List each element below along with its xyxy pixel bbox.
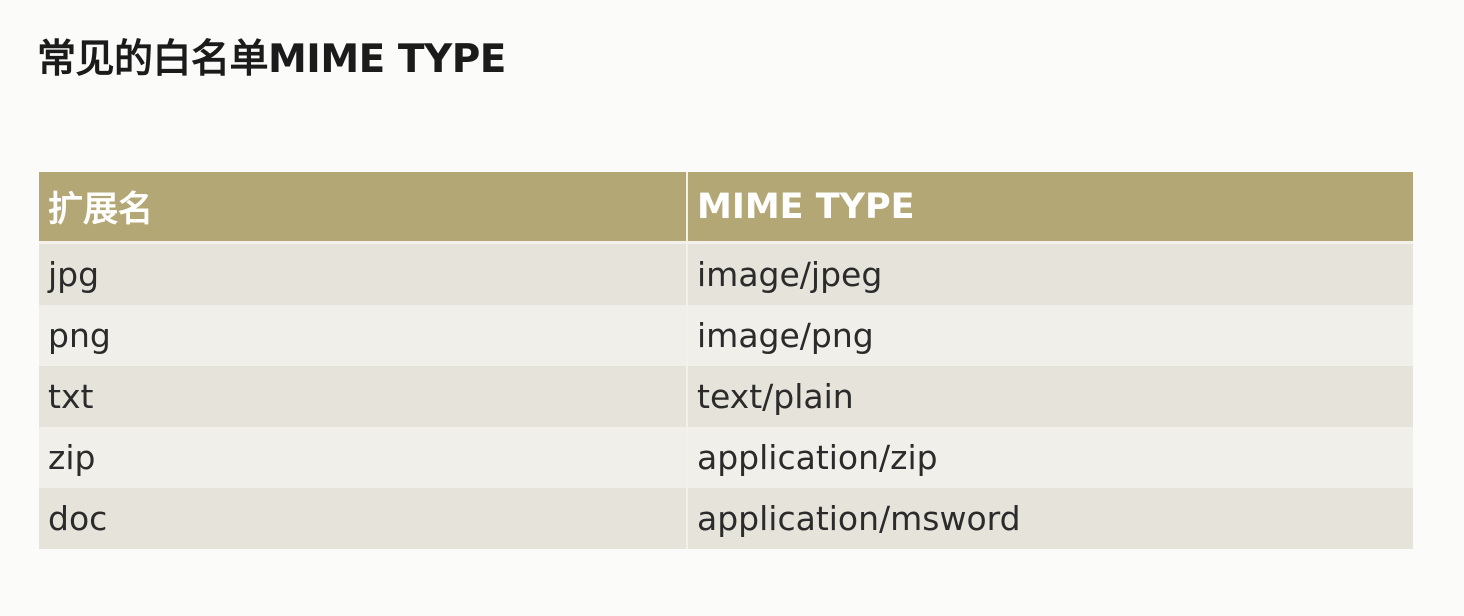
page-title: 常见的白名单MIME TYPE <box>37 37 506 82</box>
header-extension: 扩展名 <box>39 172 688 244</box>
table-row: doc application/msword <box>39 488 1413 549</box>
cell-mime-type: text/plain <box>687 366 1413 427</box>
table-row: png image/png <box>39 305 1413 366</box>
cell-mime-type: application/zip <box>687 427 1413 488</box>
table-header-row: 扩展名 MIME TYPE <box>39 172 1413 244</box>
cell-mime-type: application/msword <box>687 488 1413 549</box>
cell-mime-type: image/png <box>687 305 1413 366</box>
cell-extension: txt <box>39 366 688 427</box>
cell-extension: png <box>39 305 688 366</box>
cell-extension: doc <box>39 488 688 549</box>
table-row: zip application/zip <box>39 427 1413 488</box>
table-row: txt text/plain <box>39 366 1413 427</box>
cell-extension: zip <box>39 427 688 488</box>
cell-mime-type: image/jpeg <box>687 242 1413 305</box>
mime-type-table: 扩展名 MIME TYPE jpg image/jpeg png image/p… <box>39 172 1413 549</box>
table-row: jpg image/jpeg <box>39 242 1413 305</box>
cell-extension: jpg <box>39 242 688 305</box>
header-mime-type: MIME TYPE <box>687 172 1413 244</box>
